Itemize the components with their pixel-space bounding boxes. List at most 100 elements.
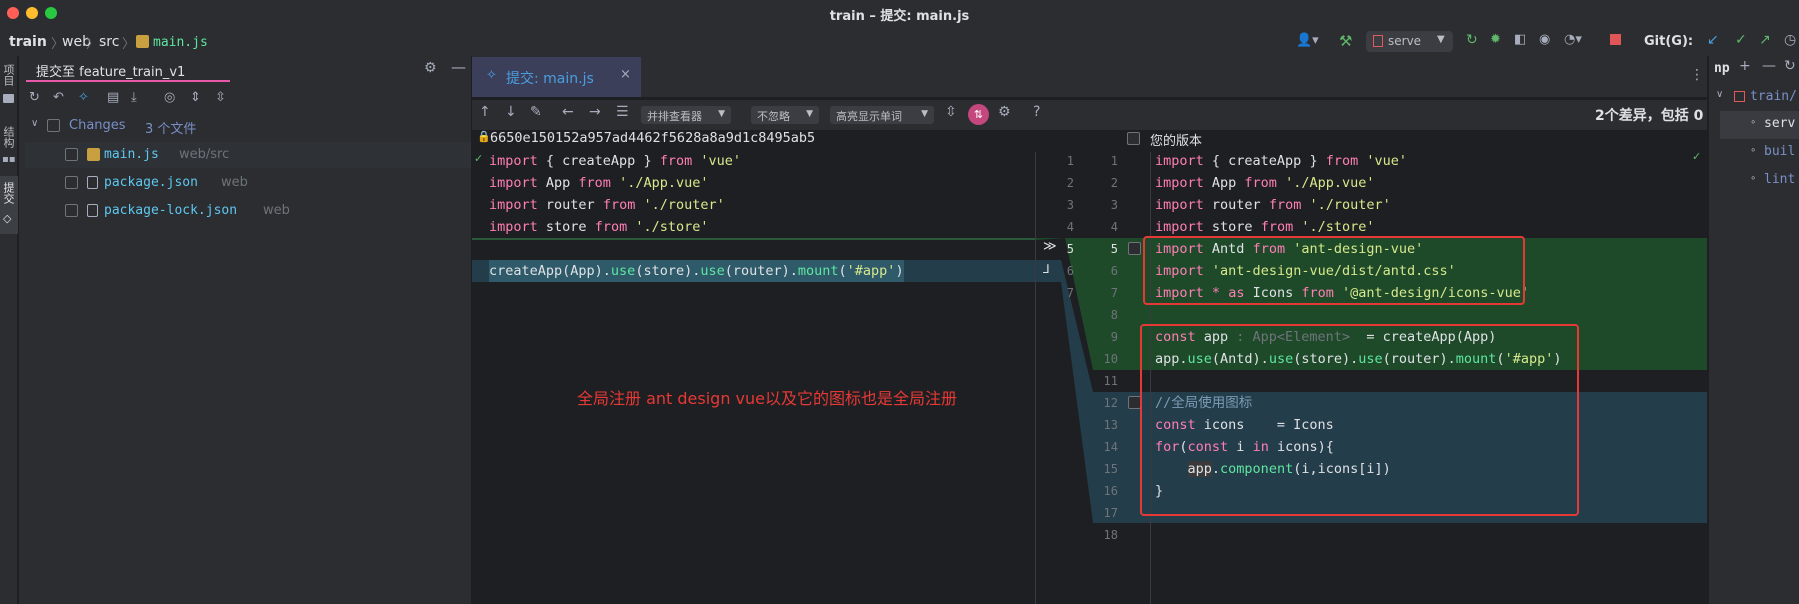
right-line-number: 7 xyxy=(1110,286,1118,300)
change-checkbox[interactable] xyxy=(1128,242,1141,255)
right-code-line-4: import store from './store' xyxy=(1155,219,1375,235)
right-line-number: 14 xyxy=(1103,440,1118,454)
ignore-select[interactable]: 不忽略 ▼ xyxy=(751,106,819,124)
breadcrumb-project[interactable]: train xyxy=(9,34,47,50)
annotation-text: 全局注册 ant design vue以及它的图标也是全局注册 xyxy=(577,389,958,408)
more-options-icon[interactable]: ⋮ xyxy=(1690,67,1704,83)
git-label: Git(G): xyxy=(1644,34,1694,49)
edit-icon[interactable]: ✎ xyxy=(530,104,542,120)
commit-panel-title[interactable]: 提交至 feature_train_v1 xyxy=(36,65,186,80)
collapse-unchanged-icon[interactable]: ⇳ xyxy=(945,104,957,120)
expand-all-icon[interactable]: ⇕ xyxy=(190,90,201,105)
close-tab-icon[interactable]: × xyxy=(620,67,631,82)
refresh-icon[interactable]: ↻ xyxy=(1784,58,1796,74)
npm-script-item[interactable]: buil xyxy=(1764,144,1796,159)
help-button[interactable]: ? xyxy=(1033,104,1041,120)
file-row-package-json[interactable]: package.json web xyxy=(25,170,471,196)
left-insertion-marker xyxy=(472,238,1035,240)
structure-icon: ▪▪ xyxy=(2,154,16,165)
npm-tree-root[interactable]: train/ xyxy=(1750,89,1797,104)
debug-icon[interactable]: ✹ xyxy=(1490,32,1501,47)
zoom-window-button[interactable] xyxy=(45,7,57,19)
right-code-line-9: const app : App<Element> = createApp(App… xyxy=(1155,329,1497,345)
add-icon[interactable]: + xyxy=(1739,58,1751,74)
right-code-line-16: } xyxy=(1155,483,1164,499)
profile-icon[interactable]: ◉ xyxy=(1539,32,1551,47)
tab-commit-main-js[interactable]: ✧ 提交: main.js × xyxy=(472,57,641,97)
history-icon[interactable]: ◷ xyxy=(1784,32,1797,48)
highlight-select-label: 高亮显示单词 xyxy=(836,110,902,123)
npm-panel-title: np xyxy=(1714,61,1730,76)
chevron-down-icon[interactable]: ∨ xyxy=(1716,89,1724,100)
right-code-line-14: for(const i in icons){ xyxy=(1155,439,1334,455)
diff-connector xyxy=(1035,238,1093,523)
eye-icon[interactable]: ◎ xyxy=(164,90,176,105)
breadcrumb-web[interactable]: web xyxy=(62,34,91,50)
arrow-up-icon[interactable]: ↑ xyxy=(479,104,491,120)
diff-icon[interactable]: ✧ xyxy=(78,90,89,105)
changes-group-row[interactable]: ∨ Changes 3 个文件 xyxy=(25,114,471,140)
file-checkbox[interactable] xyxy=(65,148,78,161)
sync-scroll-icon[interactable]: ⇅ xyxy=(968,104,989,125)
git-push-icon[interactable]: ↗ xyxy=(1759,32,1771,48)
arrow-left-icon[interactable]: ← xyxy=(562,104,574,120)
shelve-icon[interactable]: ▤ xyxy=(107,90,120,105)
changes-checkbox[interactable] xyxy=(47,119,60,132)
js-file-icon xyxy=(136,35,149,48)
chevron-down-icon: ▼ xyxy=(921,109,928,119)
left-code-line-4: import store from './store' xyxy=(489,219,709,235)
git-commit-icon[interactable]: ✓ xyxy=(1735,32,1747,48)
append-change-icon[interactable]: ⅃ xyxy=(1043,262,1050,276)
breadcrumb-src[interactable]: src xyxy=(99,34,120,50)
gear-icon[interactable]: ⚙ xyxy=(998,104,1011,120)
file-name: main.js xyxy=(104,147,159,162)
gear-icon[interactable]: ⚙ xyxy=(424,60,437,76)
tool-tab-commit-active[interactable] xyxy=(0,176,18,234)
collapse-all-icon[interactable]: ⇳ xyxy=(215,90,226,105)
apply-all-checkbox[interactable] xyxy=(1127,132,1140,145)
right-line-number: 4 xyxy=(1110,220,1118,234)
refresh-icon[interactable]: ↻ xyxy=(29,90,40,105)
close-window-button[interactable] xyxy=(7,7,19,19)
window-title: train – 提交: main.js xyxy=(829,9,970,24)
breadcrumb-file[interactable]: main.js xyxy=(153,35,208,50)
file-row-main-js[interactable]: main.js web/src xyxy=(25,142,471,168)
list-icon[interactable]: ☰ xyxy=(616,104,629,120)
stop-icon[interactable] xyxy=(1610,34,1621,45)
minimize-window-button[interactable] xyxy=(26,7,38,19)
user-icon[interactable]: 👤▾ xyxy=(1296,33,1319,48)
right-line-number: 9 xyxy=(1110,330,1118,344)
file-row-package-lock-json[interactable]: package-lock.json web xyxy=(25,198,471,224)
script-icon: ∘ xyxy=(1750,145,1757,156)
viewer-select[interactable]: 并排查看器 ▼ xyxy=(641,106,731,124)
rollback-icon[interactable]: ↶ xyxy=(53,90,64,105)
right-line-number: 15 xyxy=(1103,462,1118,476)
script-icon: ∘ xyxy=(1750,117,1757,128)
more-run-icon[interactable]: ◔▾ xyxy=(1564,32,1582,47)
arrow-down-icon[interactable]: ↓ xyxy=(505,104,517,120)
git-update-icon[interactable]: ↙ xyxy=(1707,32,1719,48)
download-icon[interactable]: ⤓ xyxy=(131,90,137,105)
minimize-panel-icon[interactable]: — xyxy=(451,58,466,76)
npm-script-item[interactable]: lint xyxy=(1764,172,1796,187)
rerun-icon[interactable]: ↻ xyxy=(1466,32,1478,48)
highlight-select[interactable]: 高亮显示单词 ▼ xyxy=(830,106,934,124)
file-checkbox[interactable] xyxy=(65,204,78,217)
right-line-number: 2 xyxy=(1110,176,1118,190)
chevron-down-icon[interactable]: ∨ xyxy=(31,118,39,129)
file-checkbox[interactable] xyxy=(65,176,78,189)
hammer-icon[interactable]: ⚒ xyxy=(1339,32,1353,50)
diff-summary: 2个差异，包括 0 xyxy=(1595,108,1704,124)
npm-script-item[interactable]: serv xyxy=(1764,116,1796,131)
tool-tab-structure[interactable]: 结构 xyxy=(2,126,15,148)
right-line-number: 18 xyxy=(1103,528,1118,542)
coverage-icon[interactable]: ◧ xyxy=(1514,32,1527,47)
apply-change-icon[interactable]: ≫ xyxy=(1043,239,1057,254)
annotation-box-imports xyxy=(1143,236,1525,305)
arrow-right-icon[interactable]: → xyxy=(589,104,601,120)
tool-tab-commit[interactable]: 提交 xyxy=(2,182,15,204)
tool-tab-project[interactable]: 项目 xyxy=(2,64,15,86)
right-line-number: 3 xyxy=(1110,198,1118,212)
minimize-panel-icon[interactable]: — xyxy=(1762,58,1776,74)
run-config-select[interactable]: serve ▼ xyxy=(1366,31,1453,52)
